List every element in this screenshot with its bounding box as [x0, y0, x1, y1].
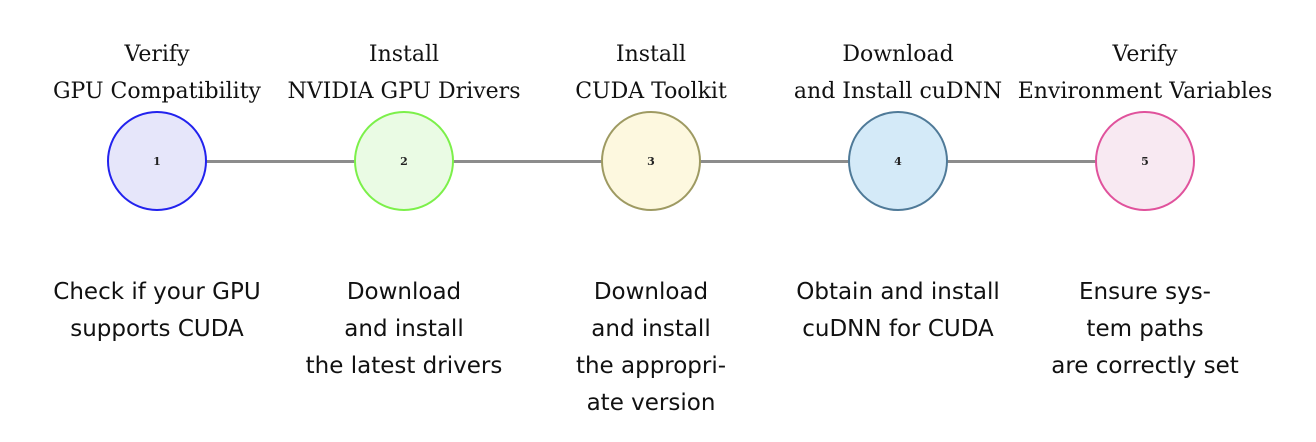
step-description-line: ate version — [586, 390, 716, 416]
step-description-line: supports CUDA — [70, 316, 244, 342]
step-title-line: GPU Compatibility — [52, 79, 261, 104]
step-description: Ensure sys-tem paths are correctly set — [1020, 274, 1270, 385]
step-description-line: Ensure sys- — [1079, 279, 1211, 305]
step-title-line: and Install cuDNN — [793, 79, 1003, 104]
step-node: 1 — [107, 111, 207, 211]
step-description-line: and install — [344, 316, 464, 342]
step-description-line: are correctly set — [1051, 353, 1239, 379]
step-description: Check if your GPU supports CUDA — [32, 274, 282, 348]
step-description: Download and install the latest drivers — [279, 274, 529, 385]
step-description-line: Download — [593, 279, 709, 305]
step-title-line: CUDA Toolkit — [575, 79, 727, 104]
step-description-line: the appropri- — [575, 353, 727, 379]
step-description-line: Download — [346, 279, 462, 305]
step-node: 2 — [354, 111, 454, 211]
step-title-line: Install — [615, 42, 687, 67]
step-description-line: Check if your GPU — [53, 279, 261, 305]
step-description-line: Obtain and install — [796, 279, 1000, 305]
step-title-line: Verify — [124, 42, 190, 67]
step-title-line: NVIDIA GPU Drivers — [287, 79, 521, 104]
step-node: 4 — [848, 111, 948, 211]
step-title-line: Environment Variables — [1017, 79, 1273, 104]
step-description: Download and install the appropri-ate vers… — [526, 274, 776, 422]
step-description-line: tem paths — [1086, 316, 1204, 342]
step-description-line: and install — [591, 316, 711, 342]
step-description: Obtain and install cuDNN for CUDA — [773, 274, 1023, 348]
step-title-line: Verify — [1112, 42, 1178, 67]
step-title-line: Install — [368, 42, 440, 67]
step-node: 3 — [601, 111, 701, 211]
step-title: Download and Install cuDNN — [753, 36, 1043, 110]
step-description-line: the latest drivers — [305, 353, 503, 379]
step-title-line: Download — [842, 42, 954, 67]
step-node: 5 — [1095, 111, 1195, 211]
step-description-line: cuDNN for CUDA — [802, 316, 994, 342]
